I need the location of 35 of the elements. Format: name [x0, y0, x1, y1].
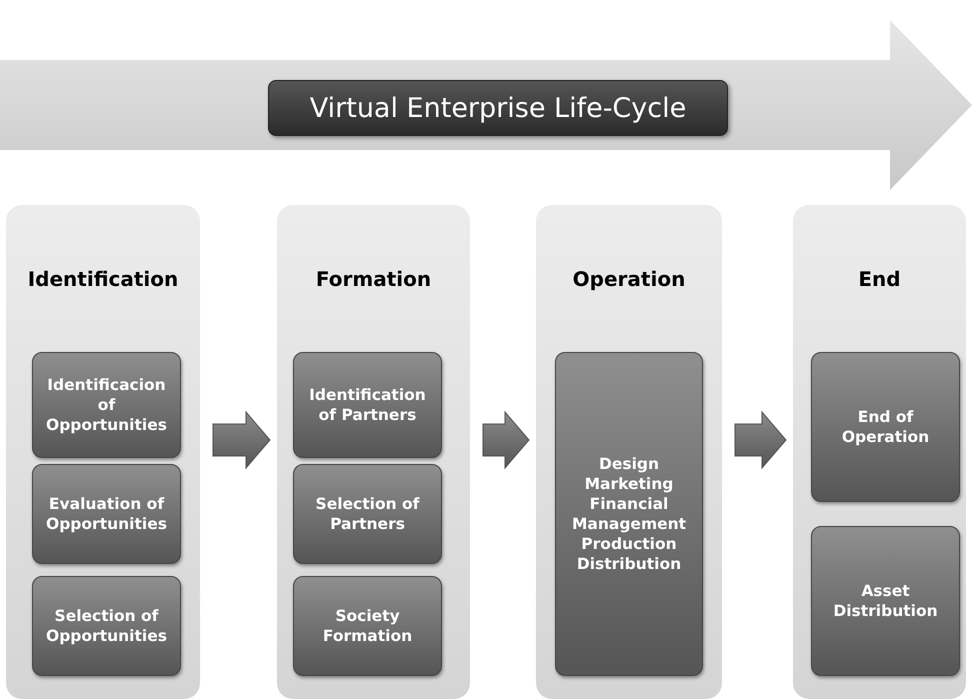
- block-arrow: [734, 410, 787, 470]
- box-label: Asset Distribution: [832, 580, 939, 622]
- phase-panel: [536, 205, 722, 699]
- box-label: Financial Management: [570, 494, 688, 534]
- title-box: [268, 80, 728, 136]
- phase-heading: Identification: [26, 267, 180, 291]
- phase-panel: [277, 205, 470, 699]
- box-label: Identification of Partners: [308, 384, 427, 426]
- phase-panel: [793, 205, 966, 699]
- phase-heading: Formation: [314, 267, 432, 291]
- process-box: [32, 352, 181, 458]
- phase-heading: Operation: [572, 267, 686, 291]
- box-label: Marketing: [584, 474, 674, 494]
- phase-panel: [6, 205, 200, 699]
- process-box: [293, 576, 442, 676]
- process-box: [293, 352, 442, 458]
- phase-heading: End: [857, 267, 902, 291]
- box-label: Society Formation: [322, 606, 414, 646]
- process-box: [811, 352, 960, 502]
- box-label: Design: [598, 454, 660, 474]
- process-box: [32, 464, 181, 564]
- process-box: [293, 464, 442, 564]
- box-label: Evaluation of Opportunities: [45, 494, 168, 534]
- title-text: Virtual Enterprise Life-Cycle: [310, 92, 686, 124]
- process-box: [555, 352, 703, 676]
- box-label: Selection of Partners: [314, 494, 420, 534]
- box-label: Production: [581, 534, 677, 554]
- block-arrow: [212, 410, 271, 470]
- box-label: Identificacion of Opportunities: [45, 374, 168, 436]
- process-box: [811, 526, 960, 676]
- process-box: [32, 576, 181, 676]
- box-label: Selection of Opportunities: [45, 606, 168, 646]
- block-arrow: [482, 410, 530, 470]
- box-label: Distribution: [576, 554, 682, 574]
- box-label: End of Operation: [840, 406, 930, 448]
